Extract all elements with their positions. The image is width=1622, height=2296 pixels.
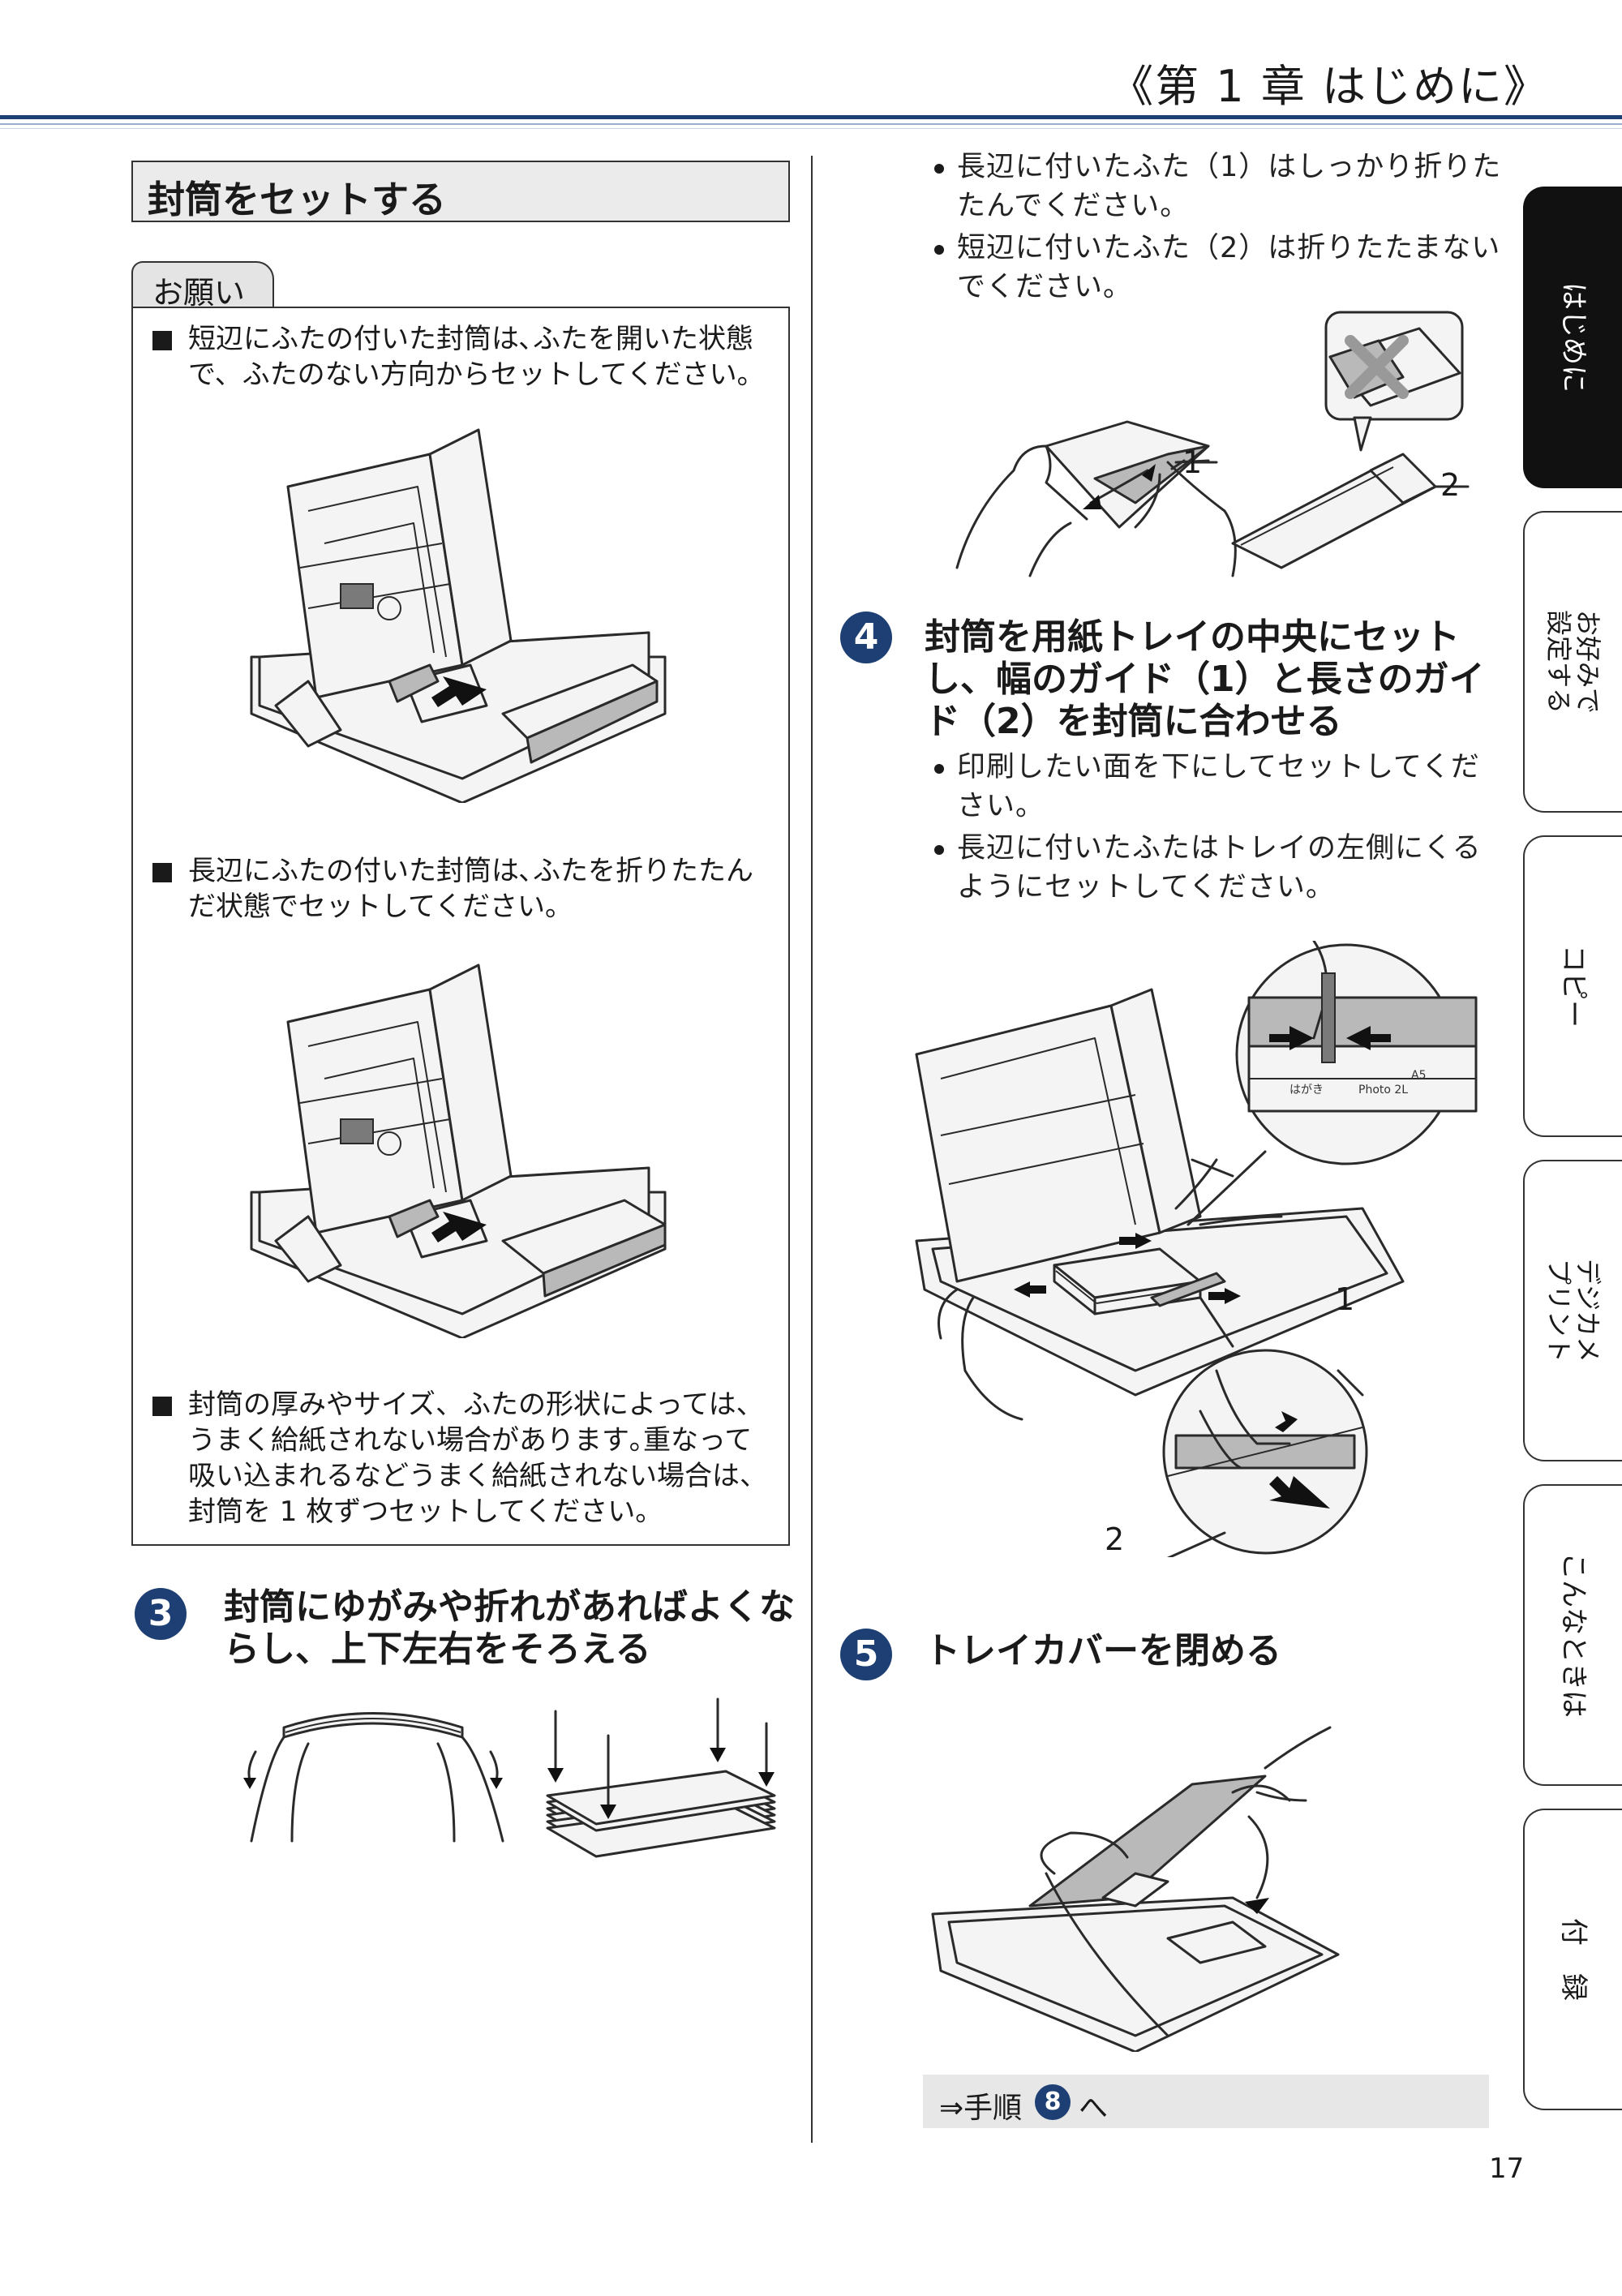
step-number-badge: 4 <box>840 612 892 663</box>
bullet-item: 長辺に付いたふたはトレイの左側にくる ようにセットしてください。 <box>934 829 1502 910</box>
close-tray-cover-illustration <box>931 1726 1340 2052</box>
goto-step-box: ⇒手順 8 へ <box>923 2075 1489 2128</box>
sidebar-tab-copy[interactable]: コピー <box>1523 835 1622 1137</box>
step-heading-line: 封筒を用紙トレイの中央にセット <box>925 616 1460 658</box>
zoom-label-hagaki: はがき <box>1289 1084 1324 1097</box>
goto-prefix: ⇒手順 <box>939 2092 1023 2125</box>
notice-box <box>131 307 790 1546</box>
chapter-title: 《第 1 章 はじめに》 <box>1109 61 1549 112</box>
flex-envelopes-illustration <box>243 1712 504 1843</box>
notice-label-tab: お願い <box>131 261 274 311</box>
bullet-dot-icon <box>934 764 944 774</box>
goto-step-badge: 8 <box>1035 2084 1071 2120</box>
sidebar-tab-label: はじめに <box>1557 282 1590 393</box>
square-bullet-icon <box>152 863 172 882</box>
note-item: 長辺にふたの付いた封筒は､ふたを折りたたん だ状態でセットしてください。 <box>152 853 785 931</box>
sidebar-tab-label: コピー <box>1557 945 1590 1028</box>
sidebar-tab-label: デジカメ <box>1573 1258 1604 1363</box>
square-bullet-icon <box>152 331 172 350</box>
sidebar-tab-label: こんなときは <box>1557 1552 1590 1718</box>
bullet-dot-icon <box>934 245 944 255</box>
step-heading-line: し、幅のガイド（1）と長さのガイ <box>925 659 1485 700</box>
goto-suffix: へ <box>1079 2092 1109 2125</box>
sidebar-tab-appendix[interactable]: 付 録 <box>1523 1809 1622 2110</box>
zoom-label-photo2l: Photo 2L <box>1358 1084 1408 1097</box>
bullet-item: 長辺に付いたふた（1）はしっかり折りた たんでください。 <box>934 148 1502 229</box>
section-title: 封筒をセットする <box>148 178 446 221</box>
step-number-badge: 5 <box>840 1629 892 1680</box>
bullet-line: さい。 <box>957 790 1045 822</box>
column-divider <box>811 156 813 2143</box>
note-line: うまく給紙されない場合があります｡重なって <box>188 1424 753 1457</box>
sidebar-tab-label: 付 録 <box>1557 1918 1590 2001</box>
tray-envelope-long-flap-illustration <box>250 963 667 1338</box>
bullet-line: 印刷したい面を下にしてセットしてくだ <box>957 751 1480 783</box>
sidebar-tab-settings[interactable]: お好みで 設定する <box>1523 511 1622 813</box>
note-line: で、ふたのない方向からセットしてください。 <box>188 358 765 391</box>
header-rule <box>0 128 1622 129</box>
note-line: だ状態でセットしてください。 <box>188 891 573 923</box>
sidebar-tab-digicam-print[interactable]: デジカメ プリント <box>1523 1160 1622 1461</box>
bullet-line: 短辺に付いたふた（2）は折りたたまない <box>957 232 1501 264</box>
square-bullet-icon <box>152 1397 172 1416</box>
note-line: 長辺にふたの付いた封筒は､ふたを折りたたん <box>188 855 753 887</box>
zoom-label-a5: A5 <box>1411 1069 1426 1082</box>
tray-envelope-short-flap-illustration <box>250 428 667 803</box>
sidebar-tab-troubleshooting[interactable]: こんなときは <box>1523 1484 1622 1786</box>
callout-2: 2 <box>1440 467 1461 503</box>
bullet-line: 長辺に付いたふた（1）はしっかり折りた <box>957 151 1502 183</box>
note-item: 封筒の厚みやサイズ、ふたの形状によっては、 うまく給紙されない場合があります｡重… <box>152 1387 785 1533</box>
sidebar-tab-label: 設定する <box>1543 609 1575 715</box>
envelope-flaps-illustration <box>955 311 1470 577</box>
step-heading-line: 封筒にゆがみや折れがあればよくな <box>224 1586 795 1628</box>
note-line: 吸い込まれるなどうまく給紙されない場合は、 <box>188 1460 767 1492</box>
callout-1: 1 <box>1335 1281 1355 1317</box>
callout-1: 1 <box>1182 444 1203 480</box>
sidebar-tab-hajimeni[interactable]: はじめに <box>1523 187 1622 488</box>
page-number: 17 <box>1489 2152 1525 2185</box>
tray-guides-illustration: A5 はがき Photo 2L <box>915 941 1478 1557</box>
step-3-heading: 封筒にゆがみや折れがあればよくな らし、上下左右をそろえる <box>224 1586 808 1671</box>
header-rule <box>0 123 1622 125</box>
bullet-line: でください。 <box>957 271 1133 303</box>
section-title-box: 封筒をセットする <box>131 161 790 222</box>
bullet-line: 長辺に付いたふたはトレイの左側にくる <box>957 832 1482 865</box>
sidebar-tab-label: お好みで <box>1573 609 1604 715</box>
step-heading-line: ド（2）を封筒に合わせる <box>925 701 1342 742</box>
note-line: 封筒を 1 枚ずつセットしてください。 <box>188 1496 663 1528</box>
bullet-item: 印刷したい面を下にしてセットしてくだ さい。 <box>934 748 1502 829</box>
step-4-heading: 封筒を用紙トレイの中央にセット し、幅のガイド（1）と長さのガイ ド（2）を封筒… <box>925 616 1508 743</box>
bullet-dot-icon <box>934 164 944 174</box>
bullet-line: たんでください。 <box>957 190 1190 222</box>
bullet-item: 短辺に付いたふた（2）は折りたたまない でください。 <box>934 229 1502 310</box>
header-rule <box>0 115 1622 119</box>
bullet-dot-icon <box>934 845 944 855</box>
note-line: 封筒の厚みやサイズ、ふたの形状によっては、 <box>188 1388 764 1421</box>
step-5-heading: トレイカバーを閉める <box>925 1630 1281 1672</box>
note-item: 短辺にふたの付いた封筒は､ふたを開いた状態 で、ふたのない方向からセットしてくだ… <box>152 321 785 399</box>
note-line: 短辺にふたの付いた封筒は､ふたを開いた状態 <box>188 323 753 355</box>
callout-2: 2 <box>1105 1521 1125 1557</box>
align-envelopes-illustration <box>546 1697 776 1858</box>
sidebar-tab-label: プリント <box>1543 1258 1575 1363</box>
notice-label: お願い <box>152 275 246 311</box>
step-number-badge: 3 <box>135 1588 187 1640</box>
bullet-line: ようにセットしてください。 <box>957 871 1335 903</box>
step-heading-line: らし、上下左右をそろえる <box>224 1629 651 1670</box>
